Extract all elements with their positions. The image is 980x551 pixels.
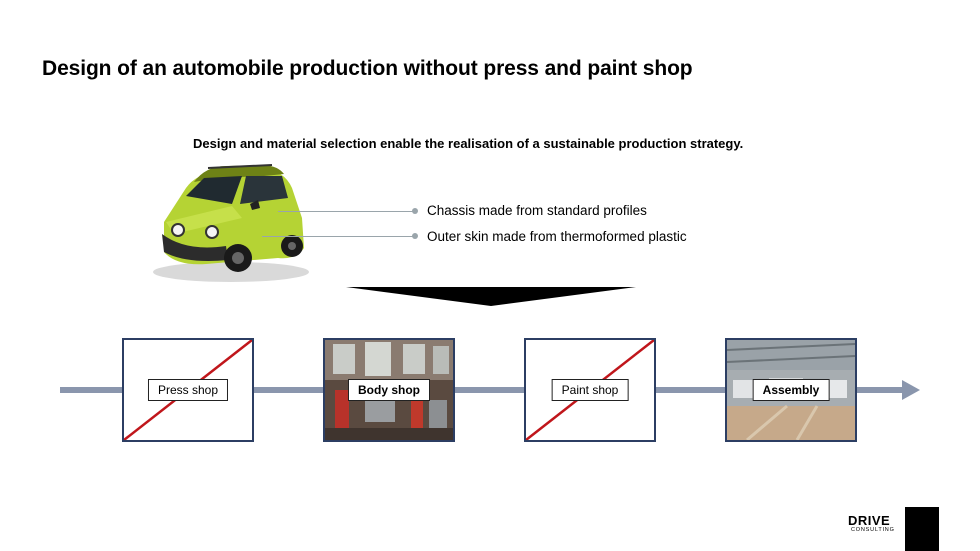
page-title: Design of an automobile production witho… bbox=[42, 57, 693, 80]
car-image bbox=[153, 164, 309, 282]
callout-chassis: Chassis made from standard profiles bbox=[427, 203, 647, 218]
logo-block bbox=[905, 507, 939, 551]
stage-press-shop: Press shop bbox=[122, 338, 254, 442]
callout-line-outer-skin bbox=[262, 236, 414, 237]
stage-label-body-shop: Body shop bbox=[348, 379, 430, 401]
callout-line-chassis bbox=[278, 211, 414, 212]
process-flow-line bbox=[60, 387, 905, 393]
body-shop-image bbox=[325, 340, 453, 440]
funnel-arrow bbox=[346, 287, 636, 306]
subtitle: Design and material selection enable the… bbox=[193, 136, 744, 151]
stage-label-assembly: Assembly bbox=[752, 379, 830, 401]
stage-label-paint-shop: Paint shop bbox=[551, 379, 629, 401]
logo-name: DRIVE bbox=[848, 513, 891, 528]
stage-assembly: Assembly bbox=[725, 338, 857, 442]
stage-paint-shop: Paint shop bbox=[524, 338, 656, 442]
stage-label-press-shop: Press shop bbox=[147, 379, 229, 401]
stage-body-shop: Body shop bbox=[323, 338, 455, 442]
callout-dot-chassis bbox=[412, 208, 418, 214]
process-flow-arrowhead bbox=[902, 380, 920, 400]
callout-outer-skin: Outer skin made from thermoformed plasti… bbox=[427, 229, 687, 244]
logo-subtitle: CONSULTING bbox=[851, 527, 895, 533]
callout-dot-outer-skin bbox=[412, 233, 418, 239]
